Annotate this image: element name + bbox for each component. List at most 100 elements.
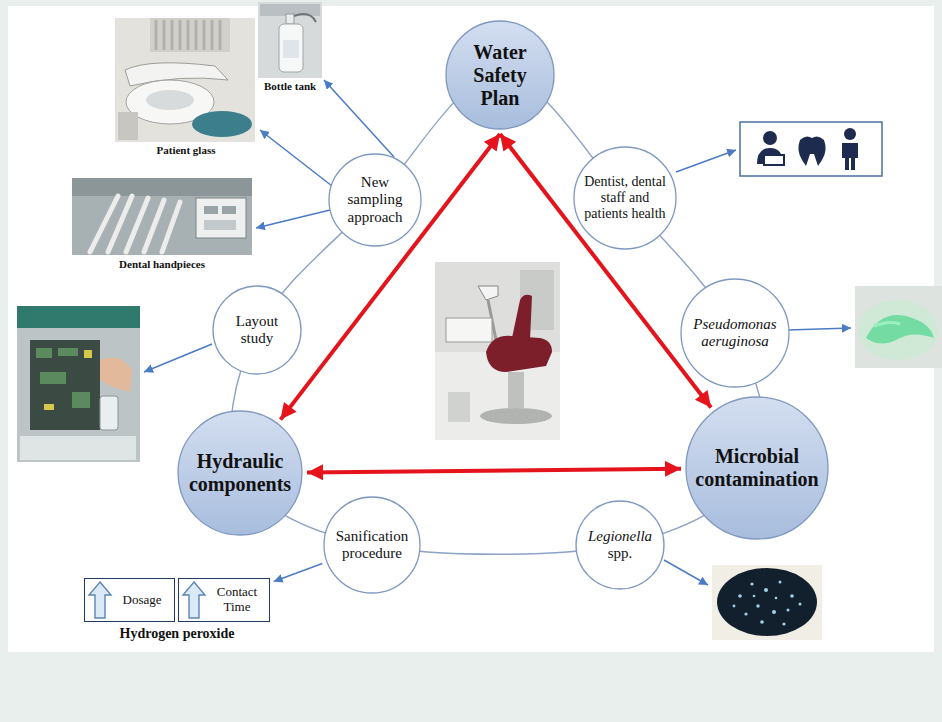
pseudomonas-plate-photo: [855, 286, 942, 368]
connector-arrow: [281, 134, 501, 420]
text-column: Sanification procedure: [330, 528, 414, 563]
node-text: Microbial contamination: [693, 445, 821, 491]
up-arrow-icon: [87, 580, 113, 620]
topic-circle: Sanification procedure: [323, 496, 421, 594]
patient-glass-photo: [171, 20, 174, 50]
layout-study-photo: [40, 372, 66, 384]
patient-glass-photo: [211, 20, 214, 50]
patient-glass-photo: [118, 112, 138, 140]
leader-arrows: [260, 130, 332, 186]
circle-shape: [681, 279, 789, 387]
legionella-plate-photo: [764, 588, 768, 592]
dental-handpieces-photo: [162, 202, 180, 252]
text-column: Microbial contamination: [693, 445, 821, 491]
people-icon-box: [798, 136, 825, 166]
layout-study-photo: [30, 340, 100, 430]
circle-shape: [324, 497, 420, 593]
text-column: Legionella spp.: [584, 528, 656, 563]
people-icon-box: [757, 148, 783, 164]
node-text: Legionella spp.: [584, 528, 656, 563]
dental-handpieces-photo: [196, 198, 246, 238]
circle-shape: [446, 21, 554, 129]
legionella-plate-photo: [772, 610, 776, 614]
text-column: Dosage: [114, 593, 170, 608]
circle-shape: [329, 154, 421, 246]
patient-glass-photo: [192, 111, 252, 137]
dental-handpieces-photo: [90, 196, 180, 252]
layout-study-photo: [58, 348, 78, 356]
legionella-plate-photo: [744, 612, 747, 615]
bottle-tank-photo: [294, 14, 316, 22]
patient-glass-photo: [155, 20, 158, 50]
node-text: Contact Time: [209, 585, 265, 615]
dental-chair-photo: [480, 408, 552, 424]
connector-arrow: [274, 564, 323, 582]
pseudomonas-plate-photo: [855, 286, 942, 368]
layout-study-photo: [17, 306, 140, 462]
up-arrow-icon: [181, 580, 207, 620]
text-column: Contact Time: [209, 585, 265, 615]
circle-shape: [213, 286, 301, 374]
circle-shape: [686, 397, 828, 539]
people-icon-box: [842, 143, 858, 170]
circle-shape: [178, 411, 302, 535]
legionella-plate-photo: [733, 581, 802, 626]
pseudomonas-plate-photo: [874, 322, 900, 326]
dental-chair-photo: [448, 392, 470, 422]
leader-arrows: [324, 80, 394, 157]
up-arrow: [89, 582, 111, 618]
patient-glass-photo: [187, 20, 190, 50]
legionella-plate-photo: [760, 620, 764, 624]
leader-arrows: [144, 80, 851, 585]
legionella-plate-photo: [756, 604, 759, 607]
leader-arrows: [664, 560, 708, 585]
dental-chair-photo: [446, 318, 492, 342]
parameter-box: Dosage: [84, 578, 175, 622]
legionella-plate-photo: [787, 609, 790, 612]
text-column: Pseudomonas aeruginosa: [687, 316, 783, 351]
layout-study-photo: [36, 348, 90, 408]
dental-handpieces-photo: [72, 178, 252, 255]
leader-arrows: [788, 328, 851, 330]
connector-arrow: [307, 469, 681, 473]
people-icon-box: [757, 128, 858, 170]
dental-handpieces-photo: [144, 200, 164, 252]
patient-glass-photo: [203, 20, 206, 50]
legionella-plate-photo: [717, 568, 817, 636]
layout-study-photo: [100, 358, 132, 392]
dental-chair-photo: [512, 295, 532, 340]
layout-study-photo: [20, 436, 136, 460]
node-text: Dosage: [114, 593, 170, 608]
topic-circle: Legionella spp.: [575, 500, 665, 590]
legionella-plate-photo: [782, 622, 785, 625]
layout-study-photo: [84, 350, 92, 358]
legionella-plate-photo: [799, 603, 802, 606]
text-column: New sampling approach: [340, 174, 410, 226]
dental-handpieces-photo: [72, 178, 252, 196]
dental-handpieces-photo: [72, 178, 252, 255]
legionella-plate-photo: [779, 581, 782, 584]
dental-chair-photo: [508, 372, 524, 408]
patient-glass-photo: [179, 20, 182, 50]
circle-shape: [574, 147, 676, 249]
patient-glass-photo: [163, 20, 166, 50]
legionella-plate-photo: [712, 565, 822, 640]
text-column: Hydraulic components: [185, 450, 295, 496]
topic-circle: Dentist, dental staff and patients healt…: [573, 146, 677, 250]
node-text: New sampling approach: [340, 174, 410, 226]
layout-study-photo: [72, 392, 90, 408]
topic-circle: New sampling approach: [328, 153, 422, 247]
pseudomonas-plate-photo: [866, 315, 934, 344]
legionella-plate-photo: [712, 565, 822, 640]
dental-chair-photo: [486, 336, 552, 372]
main-circle: Water Safety Plan: [445, 20, 555, 130]
topic-circle: Pseudomonas aeruginosa: [680, 278, 790, 388]
legionella-plate-photo: [790, 594, 794, 598]
node-text: Pseudomonas aeruginosa: [687, 316, 783, 351]
dental-chair-photo: [435, 262, 560, 440]
dental-handpieces-photo: [222, 206, 236, 214]
layout-study-photo: [36, 348, 52, 358]
legionella-plate-photo: [738, 594, 742, 598]
up-arrow: [183, 582, 205, 618]
